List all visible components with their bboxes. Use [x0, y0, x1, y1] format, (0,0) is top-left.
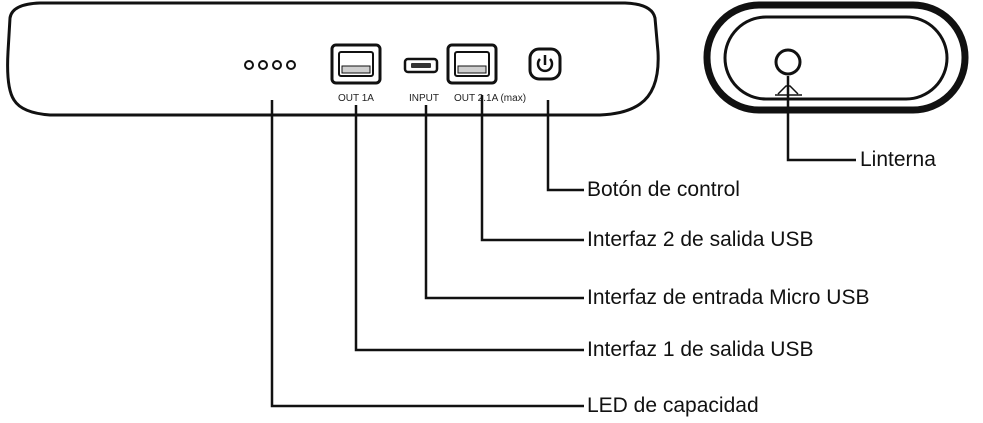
callout-led-de-capacidad: LED de capacidad: [587, 394, 759, 417]
usb-port-1-label: OUT 1A: [338, 93, 374, 104]
leader-line-linterna: [786, 76, 856, 162]
callout-interfaz-1-usb: Interfaz 1 de salida USB: [587, 338, 813, 361]
led-3-icon: [272, 60, 282, 70]
led-4-icon: [286, 60, 296, 70]
micro-usb-port-label: INPUT: [409, 93, 439, 104]
leader-line-boton: [546, 100, 584, 192]
power-bank-side-view: [703, 1, 969, 114]
usb-port-2-label: OUT 2.1A (max): [454, 93, 526, 104]
power-button-icon: [528, 47, 562, 81]
callout-interfaz-2-usb: Interfaz 2 de salida USB: [587, 228, 813, 251]
usb-port-1: [330, 43, 382, 85]
leader-lines: [270, 76, 856, 408]
callout-boton-de-control: Botón de control: [587, 178, 740, 201]
micro-usb-port: [403, 57, 439, 74]
leader-line-usb1: [354, 105, 584, 352]
led-1-icon: [244, 60, 254, 70]
led-2-icon: [258, 60, 268, 70]
capacity-led-indicators: [244, 60, 296, 70]
leader-line-micro: [424, 105, 584, 300]
callout-interfaz-micro-usb: Interfaz de entrada Micro USB: [587, 286, 869, 309]
leader-line-usb2: [480, 95, 584, 242]
callout-linterna: Linterna: [860, 148, 936, 171]
usb-port-2: [446, 43, 498, 85]
leader-line-led: [270, 100, 584, 408]
